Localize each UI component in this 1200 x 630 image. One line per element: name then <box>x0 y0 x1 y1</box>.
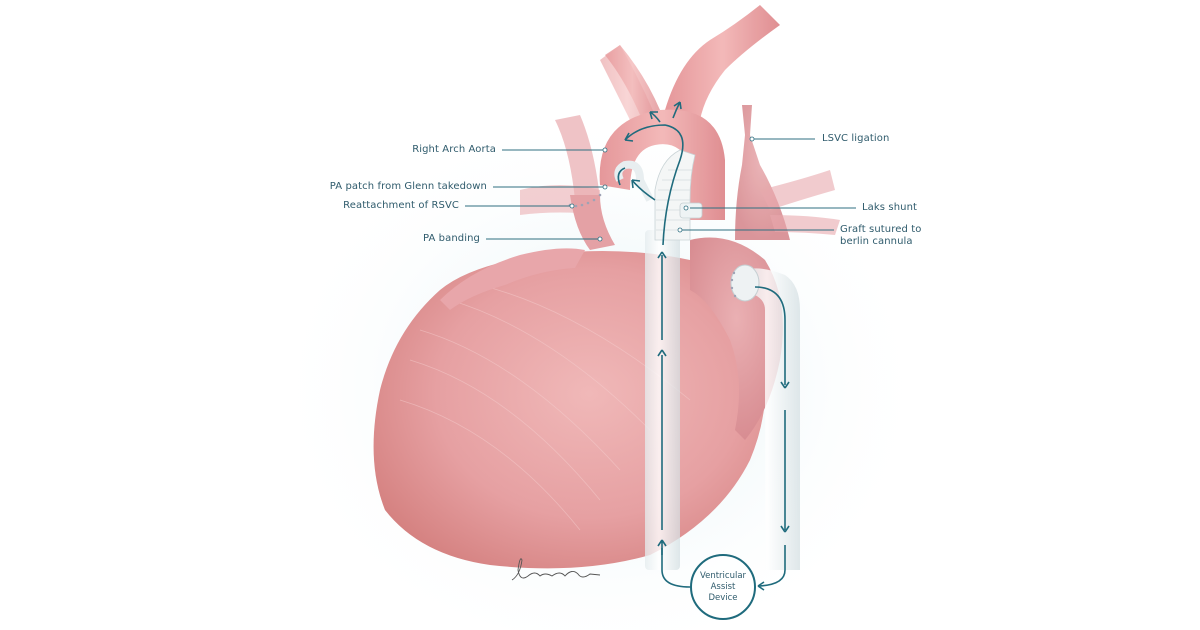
label-pa-banding: PA banding <box>422 233 480 244</box>
flow-arrows <box>617 101 790 591</box>
vad-line1: Ventricular <box>699 570 747 581</box>
label-laks-shunt: Laks shunt <box>862 202 918 213</box>
label-graft-sutured: Graft sutured to berlin cannula <box>840 224 921 248</box>
label-reattachment-rsvc: Reattachment of RSVC <box>343 200 459 211</box>
muscle-fibers <box>399 284 691 531</box>
leader-lines <box>465 138 856 240</box>
ventricular-assist-device-node: Ventricular Assist Device <box>690 554 756 620</box>
leader-endpoints <box>569 136 755 242</box>
vad-tubing <box>614 149 800 570</box>
vad-line2: Assist <box>710 581 736 592</box>
left-atrial-appendage <box>440 248 585 310</box>
great-vessels <box>520 5 840 250</box>
label-graft-line1: Graft sutured to <box>840 224 922 235</box>
label-pa-patch: PA patch from Glenn takedown <box>329 181 487 192</box>
label-right-arch-aorta: Right Arch Aorta <box>412 144 496 155</box>
label-lsvc-ligation: LSVC ligation <box>822 133 890 144</box>
vad-line3: Device <box>708 592 738 603</box>
label-graft-line2: berlin cannula <box>840 236 913 247</box>
artist-signature <box>511 558 601 581</box>
